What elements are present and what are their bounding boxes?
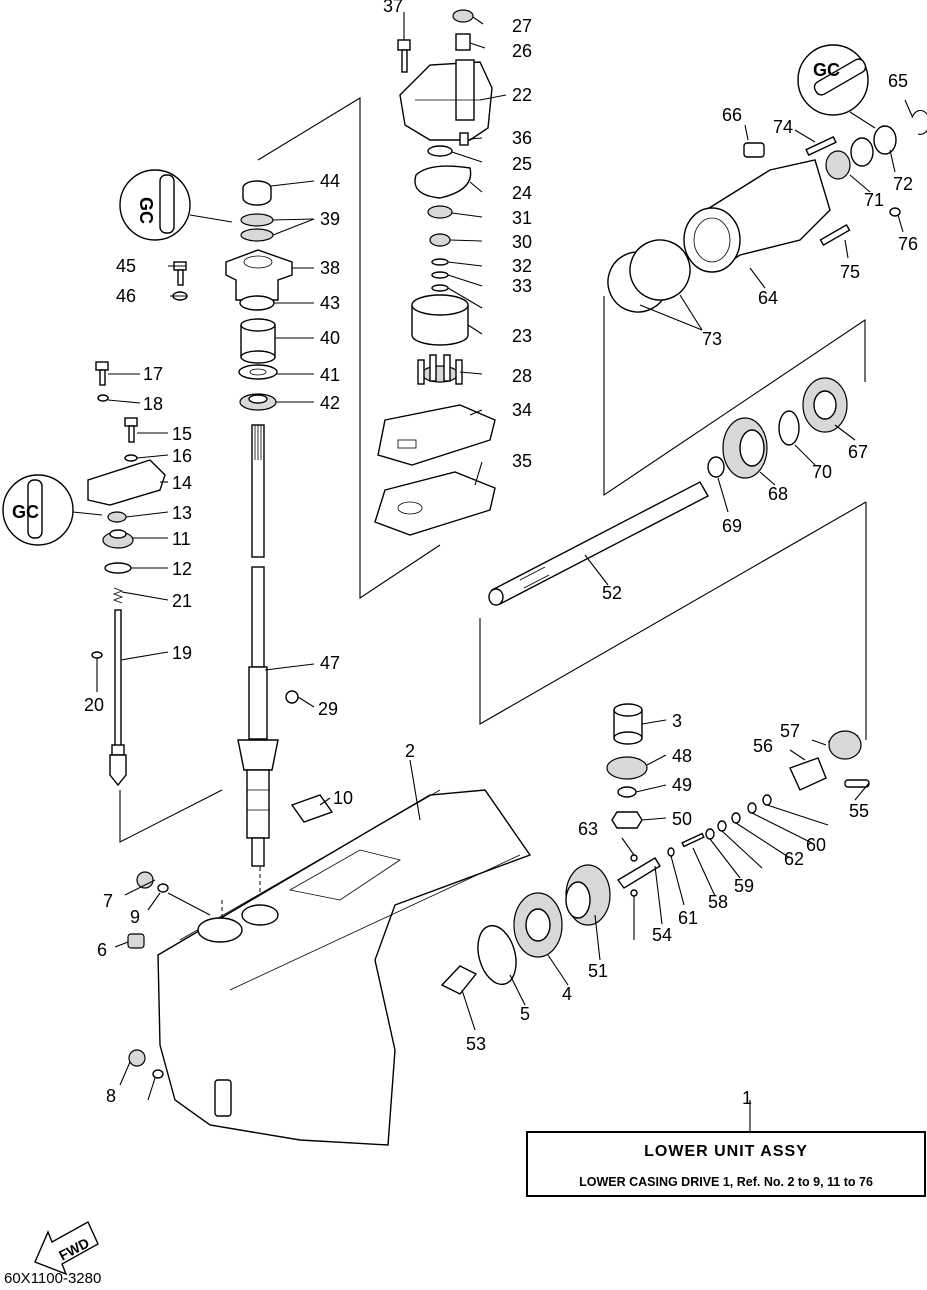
ref-label: 16 (172, 446, 192, 466)
ref-label: 21 (172, 591, 192, 611)
ref-label: 13 (172, 503, 192, 523)
ref-label: 41 (320, 365, 340, 385)
ref-label: 2 (405, 741, 415, 761)
grease-callout-left-upper: GC (119, 169, 233, 241)
ref-label: 30 (512, 232, 532, 252)
leader-lines (96, 12, 913, 1131)
grease-callout-right: GC (797, 44, 876, 129)
ref-label: 57 (780, 721, 800, 741)
pinion-and-clutch-assembly (606, 703, 870, 897)
ref-label: 45 (116, 256, 136, 276)
grease-mark-text: GC (136, 197, 156, 224)
ref-label: 6 (97, 940, 107, 960)
ref-label: 17 (143, 364, 163, 384)
ref-label: 27 (512, 16, 532, 36)
ref-label: 65 (888, 71, 908, 91)
ref-label: 60 (806, 835, 826, 855)
ref-label: 22 (512, 85, 532, 105)
ref-label: 11 (172, 529, 191, 549)
ref-label: 15 (172, 424, 192, 444)
ref-label: 26 (512, 41, 532, 61)
ref-label: 64 (758, 288, 778, 308)
ref-label: 62 (784, 849, 804, 869)
shift-rod-assembly (87, 361, 166, 787)
ref-label: 59 (734, 876, 754, 896)
ref-label: 5 (520, 1004, 530, 1024)
ref-label: 48 (672, 746, 692, 766)
lower-casing (127, 690, 532, 1146)
propeller-shaft-assembly (488, 377, 848, 606)
ref-label: 8 (106, 1086, 116, 1106)
ref-label: 47 (320, 653, 340, 673)
ref-label: 9 (130, 907, 140, 927)
ref-label: 66 (722, 105, 742, 125)
fwd-arrow: FWD (34, 1221, 99, 1276)
drive-shaft (237, 424, 279, 867)
ref-label: 24 (512, 183, 532, 203)
ref-label: 55 (849, 801, 869, 821)
ref-label: 52 (602, 583, 622, 603)
ref-label: 68 (768, 484, 788, 504)
ref-label: 58 (708, 892, 728, 912)
ref-label: 7 (103, 891, 113, 911)
ref-label: 61 (678, 908, 698, 928)
ref-label: 44 (320, 171, 340, 191)
ref-label: 10 (333, 788, 353, 808)
document-code: 60X1100-3280 (4, 1270, 102, 1287)
assembly-title: LOWER UNIT ASSY (644, 1143, 808, 1160)
ref-label: 18 (143, 394, 163, 414)
ref-label: 19 (172, 643, 192, 663)
ref-label: 69 (722, 516, 742, 536)
ref-label: 38 (320, 258, 340, 278)
reference-labels: 1 2 3 4 5 6 7 8 9 10 11 12 13 14 15 16 1… (84, 0, 918, 1108)
ref-label: 29 (318, 699, 338, 719)
ref-label: 54 (652, 925, 672, 945)
ref-label: 37 (383, 0, 403, 16)
grease-mark-text: GC (813, 60, 840, 80)
ref-label: 76 (898, 234, 918, 254)
drive-shaft-bearing-stack (172, 180, 293, 411)
ref-label: 46 (116, 286, 136, 306)
ref-label: 73 (702, 329, 722, 349)
ref-label: 23 (512, 326, 532, 346)
ref-label: 43 (320, 293, 340, 313)
ref-label: 12 (172, 559, 192, 579)
ref-label: 63 (578, 819, 598, 839)
ref-label: 70 (812, 462, 832, 482)
ref-label: 3 (672, 711, 682, 731)
ref-label: 75 (840, 262, 860, 282)
ref-label: 32 (512, 256, 532, 276)
forward-gear-assembly (440, 864, 611, 995)
ref-label: 40 (320, 328, 340, 348)
assembly-description: LOWER CASING DRIVE 1, Ref. No. 2 to 9, 1… (579, 1175, 873, 1189)
grease-callout-left-lower: GC (2, 474, 103, 546)
grease-mark-text: GC (12, 502, 39, 522)
ref-label: 71 (864, 190, 884, 210)
ref-label: 31 (512, 208, 532, 228)
ref-label: 56 (753, 736, 773, 756)
ref-label: 33 (512, 276, 532, 296)
ref-label: 39 (320, 209, 340, 229)
ref-label: 74 (773, 117, 793, 137)
ref-label: 49 (672, 775, 692, 795)
ref-label: 25 (512, 154, 532, 174)
ref-label: 50 (672, 809, 692, 829)
ref-label: 1 (742, 1088, 752, 1108)
bearing-housing-assembly (607, 109, 927, 313)
ref-label: 67 (848, 442, 868, 462)
ref-label: 53 (466, 1034, 486, 1054)
ref-label: 42 (320, 393, 340, 413)
ref-label: 51 (588, 961, 608, 981)
ref-label: 14 (172, 473, 192, 493)
ref-label: 36 (512, 128, 532, 148)
ref-label: 34 (512, 400, 532, 420)
ref-label: 35 (512, 451, 532, 471)
assembly-info-box: LOWER UNIT ASSY LOWER CASING DRIVE 1, Re… (526, 1131, 926, 1197)
ref-label: 4 (562, 984, 572, 1004)
ref-label: 28 (512, 366, 532, 386)
ref-label: 72 (893, 174, 913, 194)
water-pump-assembly (374, 9, 496, 536)
ref-label: 20 (84, 695, 104, 715)
